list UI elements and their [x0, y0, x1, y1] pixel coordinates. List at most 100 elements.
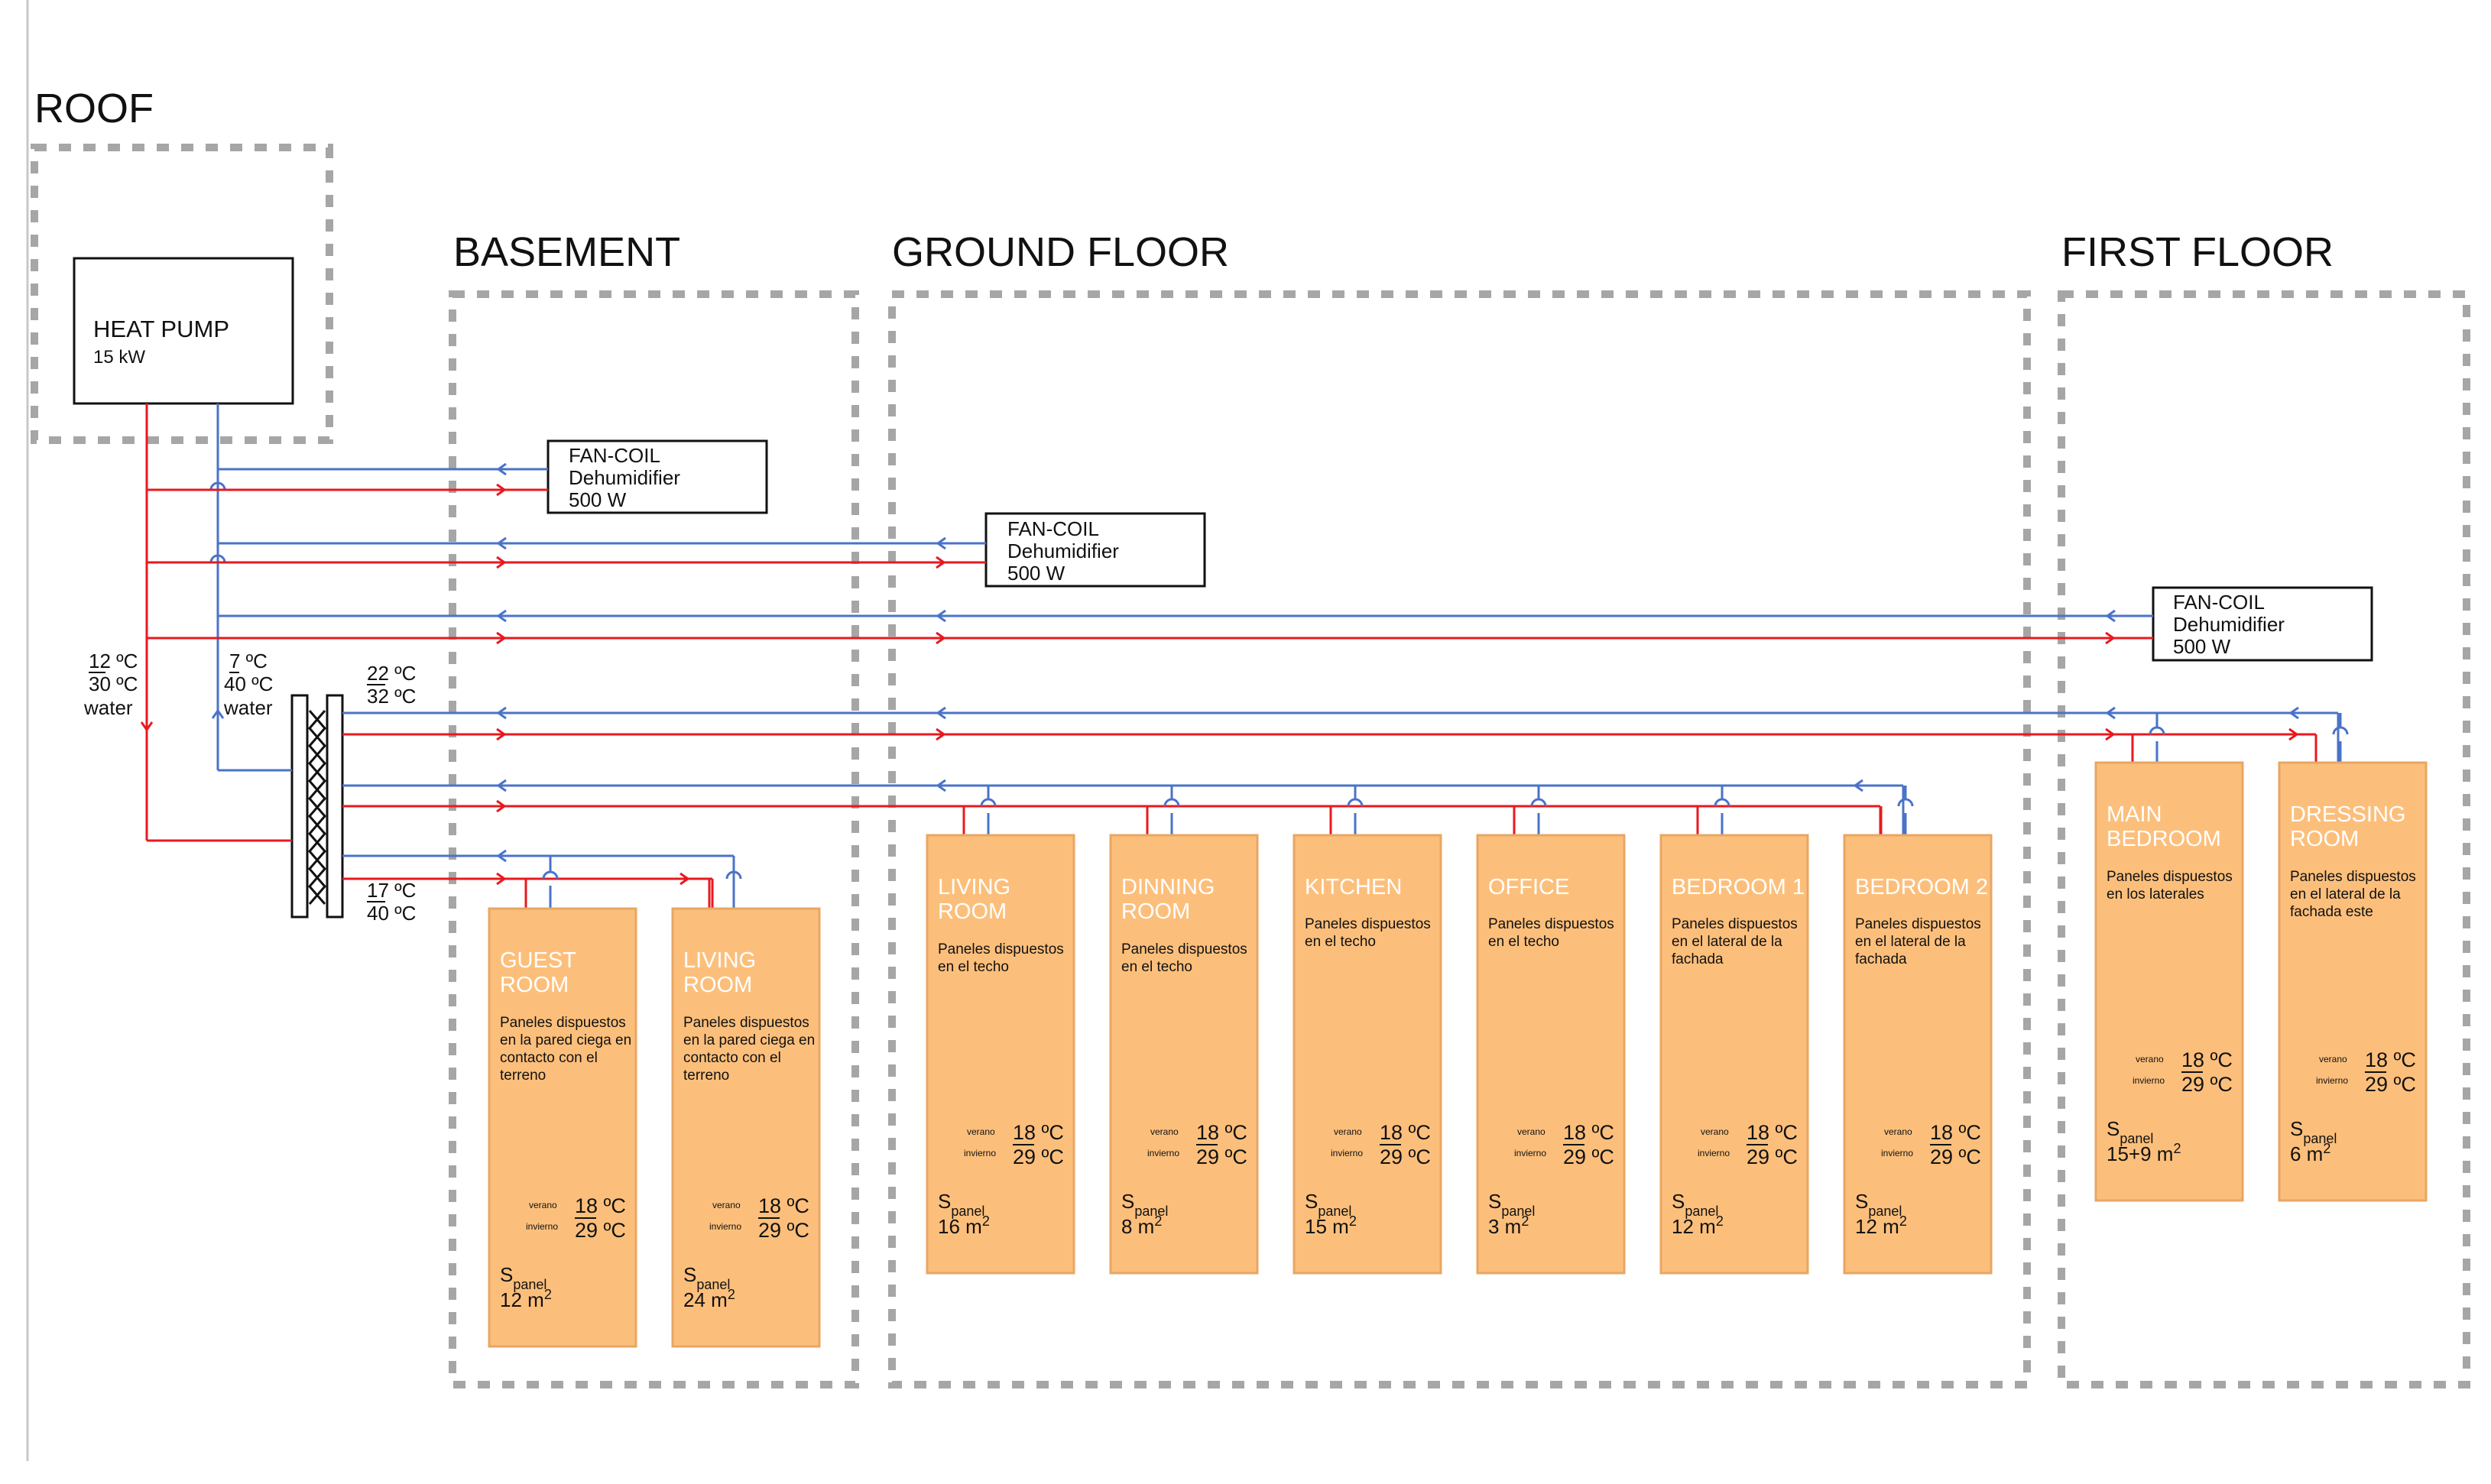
- room-description-line: Paneles dispuestos: [938, 941, 1064, 957]
- summer-temp: 18 ºC: [1747, 1121, 1798, 1144]
- winter-temp: 29 ºC: [2365, 1073, 2416, 1096]
- room-panel-box: [1659, 834, 1809, 1275]
- heat-exchanger-right-plate: [326, 694, 344, 919]
- winter-temp: 29 ºC: [2181, 1073, 2233, 1096]
- room-name-line2: BEDROOM: [2107, 827, 2221, 851]
- room-description-line: Paneles dispuestos: [2107, 869, 2233, 885]
- summer-temp: 18 ºC: [2181, 1048, 2233, 1071]
- panel-area-value: 12 m2: [1672, 1213, 1724, 1238]
- fan-coil-basement-line3: 500 W: [569, 488, 627, 511]
- panel-area-value: 15 m2: [1305, 1213, 1357, 1238]
- summer-temp: 18 ºC: [2365, 1048, 2416, 1071]
- panel-area-subscript: panel: [1134, 1204, 1168, 1219]
- summer-label: verano: [712, 1200, 741, 1210]
- room-description-line: Paneles dispuestos: [1305, 916, 1431, 932]
- panel-area-value: 12 m2: [1855, 1213, 1907, 1238]
- hx-lower-winter: 40 ºC: [367, 902, 416, 925]
- fan-coil-ground-line2: Dehumidifier: [1007, 539, 1119, 562]
- room-description-line: en el techo: [1488, 934, 1559, 950]
- room-description-line: contacto con el: [500, 1050, 598, 1066]
- room-description-line: Paneles dispuestos: [2290, 869, 2416, 885]
- fan-coil-first-line2: Dehumidifier: [2173, 613, 2285, 636]
- panel-area-unit-sup: 2: [1349, 1213, 1357, 1229]
- return-hop-2: [209, 554, 226, 563]
- panel-area-subscript: panel: [513, 1277, 547, 1292]
- winter-temp: 29 ºC: [1563, 1145, 1614, 1168]
- panel-area-label: Spanel: [1855, 1190, 1902, 1219]
- room-description-line: Paneles dispuestos: [500, 1015, 626, 1031]
- winter-label: invierno: [709, 1221, 741, 1232]
- winter-temp: 29 ºC: [1380, 1145, 1431, 1168]
- panel-area-unit-sup: 2: [1899, 1213, 1907, 1229]
- room-7-return-hop: [1897, 798, 1914, 807]
- return-medium: water: [223, 696, 273, 719]
- zone-ground-border: [888, 290, 2031, 1388]
- room-description-line: en el techo: [1121, 959, 1192, 975]
- panel-area-value: 24 m2: [683, 1287, 735, 1311]
- room-name-line1: DINNING: [1121, 875, 1215, 899]
- summer-temp: 18 ºC: [1196, 1121, 1247, 1144]
- zone-title-roof: ROOF: [34, 86, 154, 131]
- panel-area-subscript: panel: [1685, 1204, 1718, 1219]
- panel-area-unit-sup: 2: [2173, 1141, 2181, 1156]
- summer-label: verano: [1150, 1126, 1179, 1137]
- room-description-line: en el lateral de la: [1855, 934, 1966, 950]
- zone-basement-border: [449, 290, 859, 1388]
- room-panel-box: [1476, 834, 1626, 1275]
- fan-coil-ground-line1: FAN-COIL: [1007, 517, 1099, 540]
- hx-lower-summer: 17 ºC: [367, 879, 416, 902]
- room-description-line: terreno: [500, 1068, 546, 1084]
- zone-title-basement: BASEMENT: [453, 229, 680, 275]
- fan-coil-first-line1: FAN-COIL: [2173, 591, 2265, 614]
- summer-temp: 18 ºC: [1013, 1121, 1064, 1144]
- heat-exchanger-left-plate: [290, 694, 309, 919]
- room-name-line1: DRESSING: [2290, 802, 2405, 827]
- panel-area-unit-sup: 2: [1521, 1213, 1529, 1229]
- winter-temp: 29 ºC: [1747, 1145, 1798, 1168]
- room-name-line2: ROOM: [2290, 827, 2359, 851]
- room-name-line2: ROOM: [500, 973, 569, 997]
- panel-area-unit-sup: 2: [1716, 1213, 1724, 1229]
- room-name-line1: OFFICE: [1488, 875, 1569, 899]
- room-name-line2: ROOM: [1121, 899, 1190, 924]
- summer-temp: 18 ºC: [758, 1194, 809, 1217]
- room-description-line: en el lateral de la: [2290, 886, 2401, 902]
- zone-title-ground: GROUND FLOOR: [892, 229, 1229, 275]
- panel-area-subscript: panel: [696, 1277, 730, 1292]
- zone-title-first: FIRST FLOOR: [2061, 229, 2334, 275]
- panel-area-value: 16 m2: [938, 1213, 990, 1238]
- panel-area-unit-sup: 2: [544, 1287, 552, 1302]
- room-description-line: contacto con el: [683, 1050, 781, 1066]
- panel-area-subscript: panel: [1318, 1204, 1351, 1219]
- panel-area-subscript: panel: [2120, 1131, 2153, 1146]
- room-description-line: terreno: [683, 1068, 729, 1084]
- panel-area-value: 12 m2: [500, 1287, 552, 1311]
- winter-label: invierno: [1331, 1148, 1363, 1158]
- room-description-line: fachada: [1855, 951, 1907, 967]
- fan-coil-ground-line3: 500 W: [1007, 562, 1065, 585]
- panel-area-subscript: panel: [1501, 1204, 1535, 1219]
- fan-coil-basement-line1: FAN-COIL: [569, 444, 660, 467]
- room-description-line: Paneles dispuestos: [683, 1015, 809, 1031]
- room-description-line: en el techo: [938, 959, 1009, 975]
- room-name-line1: LIVING: [683, 948, 756, 973]
- summer-label: verano: [529, 1200, 557, 1210]
- supply-temp-summer: 12 ºC: [89, 650, 138, 672]
- panel-area-subscript: panel: [2303, 1131, 2337, 1146]
- room-name-line1: MAIN: [2107, 802, 2162, 827]
- summer-label: verano: [1334, 1126, 1362, 1137]
- heat-exchanger-zigzag-b: [308, 710, 326, 905]
- supply-temp-winter: 30 ºC: [89, 672, 138, 695]
- summer-label: verano: [967, 1126, 995, 1137]
- supply-medium: water: [83, 696, 133, 719]
- winter-temp: 29 ºC: [758, 1219, 809, 1242]
- room-name-line1: BEDROOM 2: [1855, 875, 1988, 899]
